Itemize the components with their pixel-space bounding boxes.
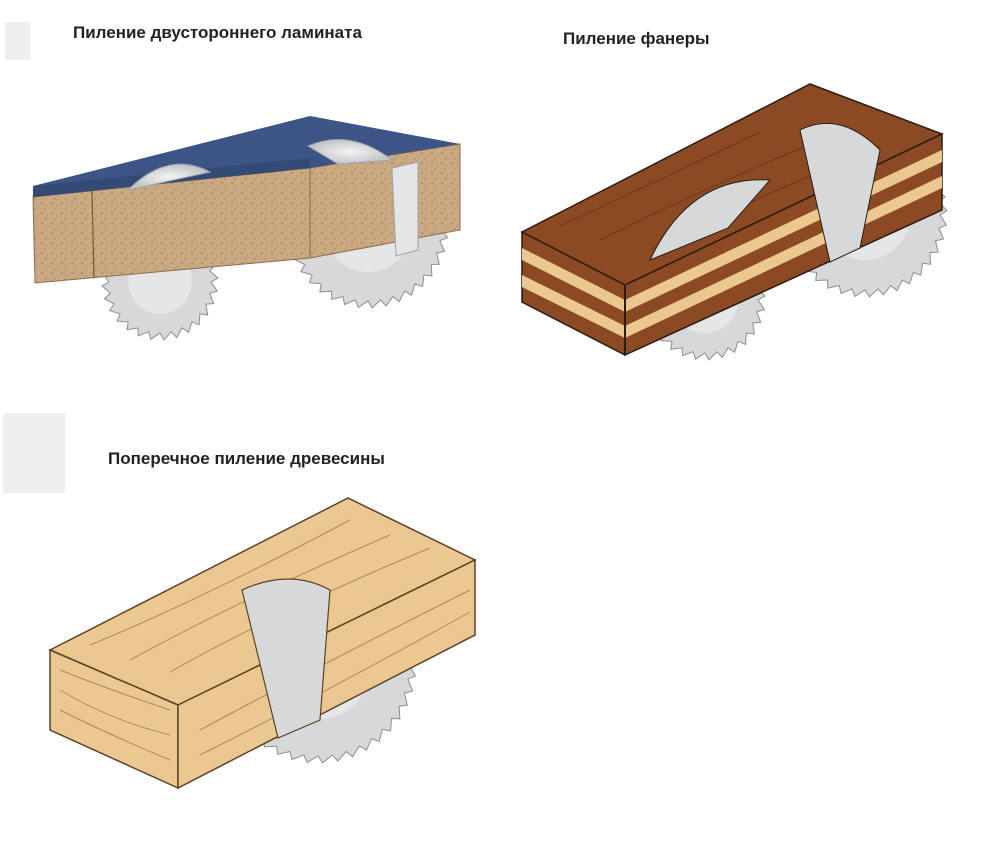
- caption-plywood-cutting: Пиление фанеры: [563, 29, 710, 48]
- placeholder-tab-top: [5, 22, 30, 60]
- plywood-front-face: [521, 230, 626, 357]
- timber-block-with-saw-blade-icon: [48, 497, 477, 790]
- plywood-block-with-saw-blade-icon: [520, 83, 948, 361]
- caption-laminate-cutting: Пиление двустороннего ламината: [73, 23, 362, 42]
- caption-wood-crosscutting: Поперечное пиление древесины: [108, 449, 385, 468]
- placeholder-tab-bottom: [3, 413, 65, 493]
- chipboard-block-with-two-saw-blades-icon: [32, 116, 461, 341]
- timber-side-face: [177, 558, 476, 790]
